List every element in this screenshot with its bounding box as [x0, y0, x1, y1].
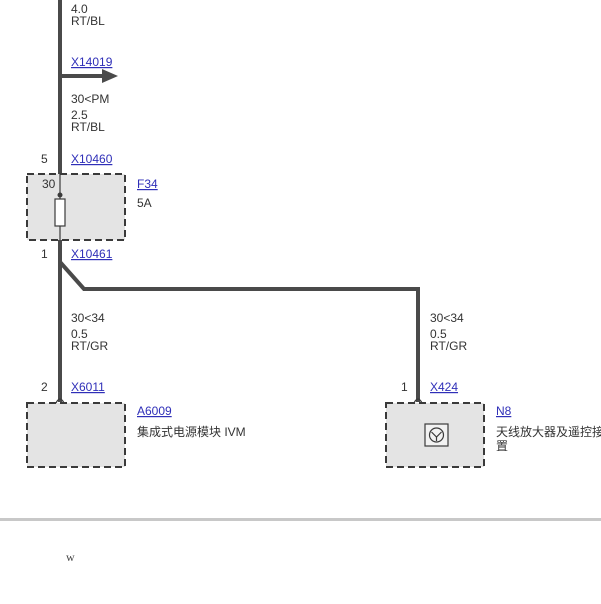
- wire-top-color: RT/BL: [71, 14, 105, 28]
- module-n-name-line2: 置: [496, 439, 508, 453]
- module-n-pin: 1: [401, 380, 408, 394]
- module-n-id-link[interactable]: N8: [496, 404, 512, 418]
- wire-right-circuit: 30<34: [430, 311, 464, 325]
- connector-x10460-link[interactable]: X10460: [71, 152, 113, 166]
- pin-contact-n: [413, 398, 423, 404]
- antenna-amplifier-icon: [424, 423, 449, 447]
- wire-left-size: 0.5: [71, 327, 88, 341]
- fuse-junction-dot: [57, 192, 63, 198]
- wire-top-size: 4.0: [71, 2, 88, 16]
- connector-x10461-link[interactable]: X10461: [71, 247, 113, 261]
- connector-x14019-link[interactable]: X14019: [71, 55, 113, 69]
- wire-right-color: RT/GR: [430, 339, 467, 353]
- module-box-a6009[interactable]: [26, 402, 126, 468]
- module-n-name-line1: 天线放大器及遥控接: [496, 424, 601, 439]
- fuse-input-pin: 5: [41, 152, 48, 166]
- wire-mid-size: 2.5: [71, 108, 88, 122]
- fuse-output-pin: 1: [41, 247, 48, 261]
- footer-mark: w: [66, 550, 75, 564]
- fuse-id-link[interactable]: F34: [137, 177, 158, 191]
- wire-mid-color: RT/BL: [71, 120, 105, 134]
- module-a-id-link[interactable]: A6009: [137, 404, 172, 418]
- fuse-icon: [54, 198, 66, 227]
- module-a-pin: 2: [41, 380, 48, 394]
- section-divider: [0, 518, 601, 521]
- fuse-rating: 5A: [137, 196, 152, 210]
- wire-left-color: RT/GR: [71, 339, 108, 353]
- wiring-diagram: 4.0 RT/BL X14019 30<PM 2.5 RT/BL 5 X1046…: [26, 0, 601, 468]
- connector-x6011-link[interactable]: X6011: [71, 380, 105, 394]
- module-a-name: 集成式电源模块 IVM: [137, 424, 246, 439]
- fuse-terminal-label: 30: [42, 177, 56, 191]
- connector-x424-link[interactable]: X424: [430, 380, 458, 394]
- wire-right-branch: [58, 260, 420, 402]
- wire-right-size: 0.5: [430, 327, 447, 341]
- arrow-right-icon: [102, 69, 118, 83]
- fuse-box-f34[interactable]: [26, 173, 126, 241]
- wire-left-circuit: 30<34: [71, 311, 105, 325]
- pin-contact-a: [55, 398, 65, 404]
- wire-mid-circuit: 30<PM: [71, 92, 109, 106]
